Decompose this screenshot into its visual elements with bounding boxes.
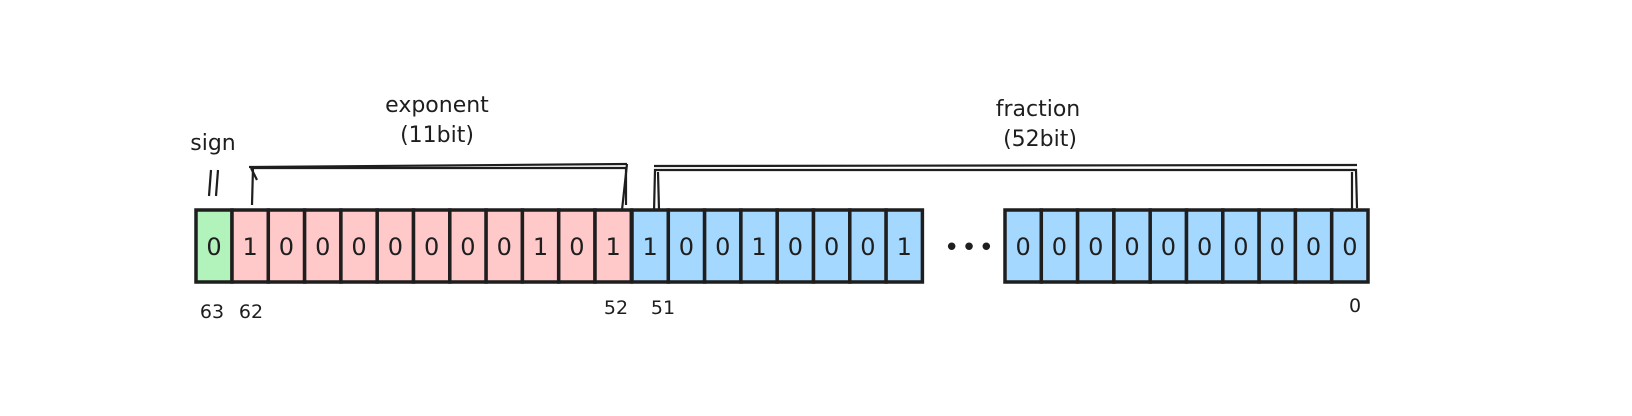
bit-index-62: 62 — [239, 301, 263, 323]
fraction-bit-cell: 0 — [848, 208, 888, 284]
fraction-bit-box — [1221, 208, 1261, 284]
exponent-bits-label: (11bit) — [400, 123, 474, 148]
fraction-bit-cell: 1 — [884, 208, 925, 284]
fraction-bit-value: 0 — [1052, 233, 1067, 261]
exponent-bit-value: 0 — [351, 233, 366, 261]
sign-bit-box — [194, 208, 234, 284]
fraction-bit-value: 0 — [1161, 233, 1176, 261]
bit-index-51: 51 — [651, 297, 675, 319]
fraction-bit-box — [1003, 208, 1044, 284]
exponent-bit-value: 0 — [315, 233, 330, 261]
fraction-bit-box — [884, 208, 925, 284]
fraction-bit-cell: 0 — [1221, 208, 1261, 284]
exponent-bit-value: 0 — [279, 233, 294, 261]
fraction-bit-value: 1 — [751, 233, 766, 261]
fraction-label: fraction — [996, 97, 1081, 122]
exponent-bit-box — [230, 208, 271, 284]
exponent-bit-value: 0 — [569, 233, 584, 261]
fraction-bit-cell: 1 — [739, 208, 779, 284]
fraction-bit-cell: 0 — [775, 208, 816, 284]
exponent-label: exponent — [385, 93, 489, 118]
fraction-bits-label: (52bit) — [1003, 127, 1077, 152]
fraction-bit-value: 0 — [824, 233, 839, 261]
fraction-bit-value: 0 — [715, 233, 730, 261]
exponent-bit-box — [520, 208, 561, 284]
exponent-bit-cell: 1 — [230, 208, 271, 284]
ellipsis: ••• — [944, 233, 996, 263]
sign-bit-value: 0 — [206, 233, 221, 261]
fraction-bit-value: 0 — [1197, 233, 1212, 261]
fraction-bit-value: 0 — [788, 233, 803, 261]
exponent-bit-cell: 1 — [593, 208, 634, 284]
exponent-bracket — [248, 162, 629, 211]
exponent-bit-cell: 0 — [375, 208, 416, 284]
exponent-bit-cell: 0 — [484, 208, 525, 284]
exponent-bit-cell: 0 — [266, 208, 307, 284]
sign-label: sign — [190, 131, 235, 156]
fraction-bit-cell: 0 — [1112, 208, 1152, 284]
fraction-bit-cell: 0 — [1329, 208, 1370, 284]
fraction-bracket — [652, 163, 1359, 213]
exponent-bit-cell: 0 — [411, 208, 452, 284]
fraction-bit-cell: 1 — [630, 208, 671, 284]
exponent-bit-value: 0 — [424, 233, 439, 261]
fraction-bit-cell: 0 — [666, 208, 707, 284]
fraction-bit-value: 0 — [860, 233, 875, 261]
fraction-bit-box — [775, 208, 816, 284]
exponent-bit-cell: 1 — [520, 208, 561, 284]
exponent-bit-cell: 0 — [302, 208, 343, 284]
fraction-bit-value: 0 — [679, 233, 694, 261]
fraction-bit-value: 0 — [1233, 233, 1248, 261]
fraction-bit-box — [848, 208, 888, 284]
fraction-bit-cell: 0 — [1039, 208, 1080, 284]
fraction-bit-cell: 0 — [702, 208, 743, 284]
fraction-bit-cell: 0 — [1003, 208, 1044, 284]
exponent-bit-cell: 0 — [556, 208, 597, 284]
bit-index-63: 63 — [200, 301, 224, 323]
fraction-bit-cell: 0 — [811, 208, 852, 284]
fraction-bit-value: 0 — [1306, 233, 1321, 261]
exponent-bit-value: 1 — [533, 233, 548, 261]
fraction-bit-value: 0 — [1124, 233, 1139, 261]
exponent-bit-box — [448, 208, 488, 284]
bit-index-0: 0 — [1349, 295, 1361, 317]
sign-bit-cell: 0 — [194, 208, 234, 284]
exponent-bit-value: 0 — [497, 233, 512, 261]
fraction-bit-value: 1 — [643, 233, 658, 261]
fraction-bit-cell: 0 — [1075, 208, 1116, 284]
fraction-bit-cell: 0 — [1184, 208, 1225, 284]
exponent-bit-box — [593, 208, 634, 284]
fraction-bit-box — [1257, 208, 1298, 284]
fraction-bit-value: 0 — [1088, 233, 1103, 261]
sign-bit-cells: 0 — [194, 208, 234, 284]
exponent-bit-box — [266, 208, 307, 284]
exponent-bit-box — [339, 208, 379, 284]
fraction-bit-value: 0 — [1270, 233, 1285, 261]
fraction-bit-value: 0 — [1016, 233, 1031, 261]
fraction-bit-box — [739, 208, 779, 284]
bit-index-52: 52 — [604, 297, 628, 319]
exponent-bit-value: 0 — [388, 233, 403, 261]
exponent-bit-value: 0 — [460, 233, 475, 261]
sign-marker — [207, 169, 220, 197]
exponent-bit-cell: 0 — [448, 208, 488, 284]
exponent-bit-cell: 0 — [339, 208, 379, 284]
fraction-bit-box — [1075, 208, 1116, 284]
fraction-bit-value: 1 — [897, 233, 912, 261]
fraction-bit-value: 0 — [1342, 233, 1357, 261]
exponent-bit-value: 1 — [243, 233, 258, 261]
fraction-bit-box — [1329, 208, 1370, 284]
fraction-bit-cell: 0 — [1257, 208, 1298, 284]
exponent-bit-value: 1 — [606, 233, 621, 261]
exponent-bit-box — [484, 208, 525, 284]
fraction-bit-cell: 0 — [1148, 208, 1189, 284]
fraction-bit-cell: 0 — [1293, 208, 1334, 284]
